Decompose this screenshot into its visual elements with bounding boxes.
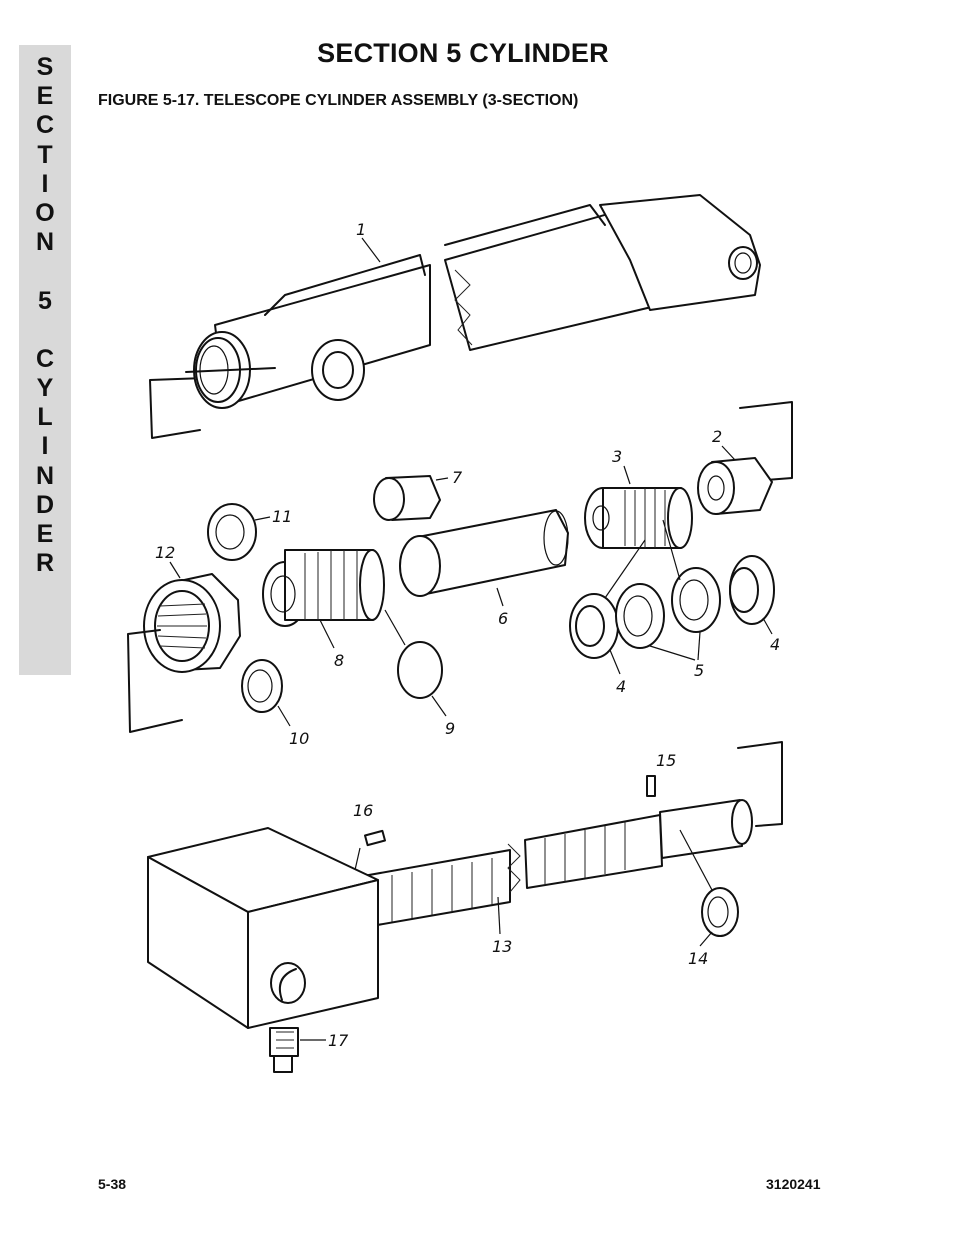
callout-4-left: 4 [616,677,626,696]
callout-9: 9 [445,719,455,738]
piston-3-illustration [584,487,693,549]
page-number: 5-38 [98,1176,127,1192]
callout-16: 16 [353,801,373,820]
callout-4-right: 4 [770,635,780,654]
seal-11-illustration [207,503,257,561]
callout-6: 6 [498,609,508,628]
callout-1: 1 [356,220,366,239]
side-tab-letter: I [41,432,49,461]
callout-15: 15 [656,751,676,770]
side-tab-letters: S E C T I O N 5 C Y L I N D E R [19,53,71,578]
section-side-tab: S E C T I O N 5 C Y L I N D E R [19,45,71,675]
side-tab-letter: N [35,461,55,490]
o-ring-9-illustration [397,641,443,699]
bushing-8-illustration [373,475,441,521]
spacer-tube-6-illustration [399,509,569,597]
callout-10: 10 [289,729,309,748]
side-tab-letter: N [35,228,55,257]
side-tab-letter: S [36,53,54,81]
side-tab-letter: T [37,140,53,169]
callout-14: 14 [688,949,708,968]
figure-title: FIGURE 5-17. TELESCOPE CYLINDER ASSEMBLY… [98,92,579,109]
wear-rings-5-illustration [604,519,721,649]
side-tab-letter: E [36,82,54,111]
seal-10-illustration [241,659,283,713]
callout-5: 5 [694,661,704,680]
page-title: SECTION 5 CYLINDER [317,38,609,68]
bushing-2-illustration [697,457,773,515]
collar-14-illustration [701,887,739,937]
callout-11: 11 [272,507,292,526]
callout-2: 2 [712,427,722,446]
set-screw-15-illustration [646,775,656,797]
fitting-17-illustration [269,1027,299,1073]
cylinder-barrel-illustration [149,194,761,439]
cylinder-head-7-illustration [262,549,385,627]
side-tab-letter: R [35,549,55,578]
callout-7: 8 [334,651,344,670]
document-number: 3120241 [766,1176,821,1192]
side-tab-letter: E [36,520,54,548]
callout-13: 13 [492,937,512,956]
side-tab-letter: C [35,344,55,373]
callout-3: 3 [612,447,622,466]
side-tab-letter: L [37,403,53,432]
side-tab-letter: Y [36,374,54,403]
side-tab-letter: I [41,169,49,198]
callout-12: 12 [155,543,175,562]
rod-end-block-illustration [147,827,379,1029]
callout-8: 7 [452,468,463,487]
side-tab-letter: O [35,198,55,227]
seal-4-right-illustration [729,555,775,625]
piston-rod-13-illustration [351,799,753,929]
callout-17: 17 [328,1031,349,1050]
side-tab-letter: C [35,111,55,140]
side-tab-letter: 5 [38,286,52,315]
gland-nut-12-illustration [143,573,241,673]
seal-4-left-illustration [569,593,619,659]
set-screw-16-illustration [364,829,386,847]
side-tab-letter: D [35,490,55,519]
